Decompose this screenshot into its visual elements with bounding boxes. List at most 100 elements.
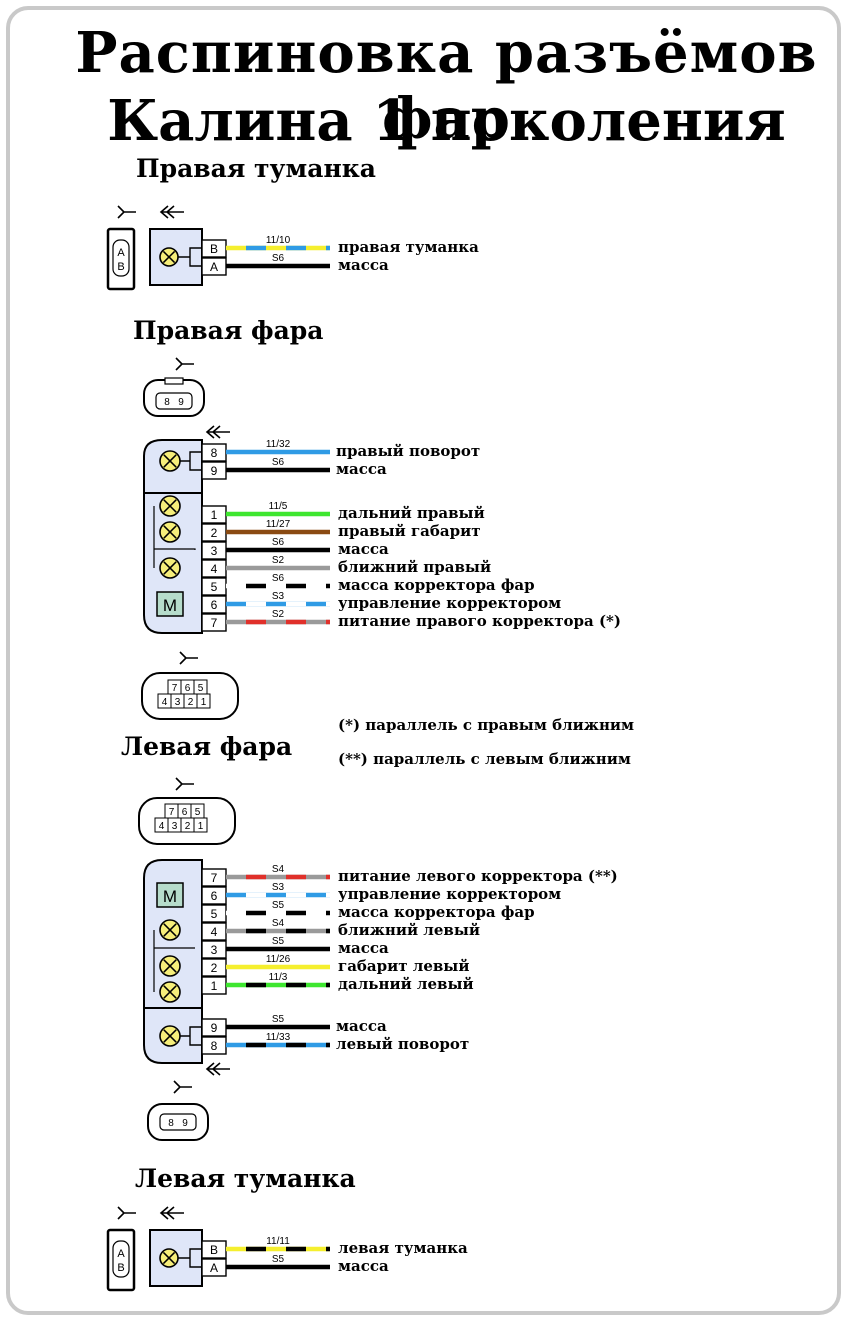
left-head-turn-label-9: масса [336,1017,387,1035]
left-head-main-plug-pin-6: 6 [182,807,188,818]
left-fog-wire-code-B: 11/11 [266,1236,290,1247]
left-head-main-pin-6-label: 6 [211,889,218,903]
left-head-main-wire-code-1: 11/3 [269,972,288,983]
right-head-main-label-3: масса [338,540,389,558]
right-head-main-wire-code-5: S6 [272,573,285,584]
left-head-motor-label: M [163,887,177,906]
right-head-high-lamp-icon-cross-b [163,499,177,513]
note-left-low-parallel: (**) параллель с левым ближним [338,750,631,768]
left-head-main-wire-code-6: S3 [272,882,285,893]
right-head-turn-pin-9-label: 9 [211,464,218,478]
left-fog-label-A: масса [338,1257,389,1275]
right-head-main-label-7: питание правого корректора (*) [338,612,621,630]
right-head-main-plug-pin-5: 5 [198,683,204,694]
right-head-main-wire-code-7: S2 [272,609,285,620]
left-head-main-plug-pin-7: 7 [169,807,175,818]
left-head-main-plug-icon [175,777,194,791]
section-title-left-headlight: Левая фара [121,732,293,761]
right-head-turn-socket-icon [205,425,230,439]
right-head-main-label-4: ближний правый [338,558,491,576]
right-head-main-pin-1-label: 1 [211,508,218,522]
left-fog-side-connector-inner [112,1240,130,1278]
right-fog-plug-icon [117,205,136,219]
left-head-main-pin-5-label: 5 [211,907,218,921]
right-head-turn-label-9: масса [336,460,387,478]
right-head-main-label-6: управление корректором [338,594,561,612]
left-head-main-pin-4-label: 4 [211,925,218,939]
left-head-motor-icon [156,882,184,908]
right-fog-pin-B-label: B [210,242,218,256]
section-title-left-fog: Левая туманка [135,1164,356,1193]
right-head-main-label-1: дальний правый [338,504,485,522]
left-fog-pin-A-label: A [210,1261,218,1275]
right-head-turn-wire-code-9: S6 [272,457,285,468]
right-head-main-wire-code-1: 11/5 [269,501,288,512]
right-head-main-wire-code-4: S2 [272,555,285,566]
left-head-main-label-7: питание левого корректора (**) [338,867,618,885]
left-fog-pin-B-label: B [210,1243,218,1257]
right-fog-wire-code-A: S6 [272,253,285,264]
left-head-main-pin-2-label: 2 [211,961,218,975]
left-head-main-wire-code-4: S4 [272,918,285,929]
left-head-main-plug-pin-2: 2 [185,821,191,832]
left-head-main-plug-pin-1: 1 [198,821,204,832]
right-fog-pin-A-label: A [210,260,218,274]
left-head-main-label-4: ближний левый [338,921,480,939]
right-head-turn-wire-code-8: 11/32 [266,439,291,450]
left-head-main-plug-pin-4: 4 [159,821,165,832]
right-head-main-label-5: масса корректора фар [338,576,535,594]
left-head-main-label-2: габарит левый [338,957,469,975]
left-fog-internal-wire [178,1248,202,1268]
left-head-low-lamp-icon-cross-b [163,923,177,937]
section-title-right-fog: Правая туманка [136,154,376,183]
left-fog-socket-icon [159,1206,184,1220]
right-head-motor-label: M [163,596,177,615]
left-head-main-wire-code-2: 11/26 [266,954,291,965]
right-fog-internal-wire [178,247,202,267]
left-fog-housing [149,1229,203,1287]
left-head-side-lamp-icon-cross-b [163,959,177,973]
left-head-main-wire-code-5: S5 [272,900,285,911]
left-head-main-plug-cell-1 [193,817,208,833]
left-head-turn-plug-icon [173,1080,192,1094]
left-head-turn-wire-code-9: S5 [272,1014,285,1025]
right-fog-side-pin-A: A [117,247,125,259]
right-fog-lamp-icon-cross-b [162,250,176,264]
page-frame [6,6,841,1315]
right-fog-label-A: масса [338,256,389,274]
right-head-main-pin-6-label: 6 [211,598,218,612]
right-head-turn-internal-wire [180,451,202,471]
left-fog-lamp-icon-cross-b [162,1251,176,1265]
right-head-main-wire-code-3: S6 [272,537,285,548]
right-head-turn-plug-icon [175,357,194,371]
right-head-main-plug-pin-2: 2 [188,697,194,708]
right-head-main-pin-5-label: 5 [211,580,218,594]
left-head-turn-internal-wire [180,1026,202,1046]
left-head-turn-plug-inner [159,1113,197,1131]
left-head-main-internal-wire [153,930,195,992]
right-head-turn-label-8: правый поворот [336,442,480,460]
right-head-side-lamp-icon-cross-b [163,525,177,539]
right-head-turn-lamp-icon-cross-b [163,454,177,468]
right-head-turn-plug-inner [155,392,193,410]
left-fog-side-pin-B: B [117,1262,124,1274]
left-head-main-label-3: масса [338,939,389,957]
right-fog-label-B: правая туманка [338,238,479,256]
right-head-motor-icon [156,591,184,617]
left-head-main-label-6: управление корректором [338,885,561,903]
right-head-main-wire-code-6: S3 [272,591,285,602]
right-fog-side-connector-inner [112,239,130,277]
left-head-turn-socket-icon [205,1062,230,1076]
right-head-turn-pin-8-label: 8 [211,446,218,460]
section-title-right-headlight: Правая фара [133,316,324,345]
left-head-main-wire-code-7: S4 [272,864,285,875]
right-head-main-pin-7-label: 7 [211,616,218,630]
right-head-main-plug-pin-3: 3 [175,697,181,708]
right-head-main-plug-pin-7: 7 [172,683,178,694]
left-head-turn-plug-pin-9: 9 [182,1118,188,1129]
note-right-low-parallel: (*) параллель с правым ближним [338,716,634,734]
left-head-main-label-1: дальний левый [338,975,474,993]
left-head-main-plug-pin-3: 3 [172,821,178,832]
right-head-main-label-2: правый габарит [338,522,481,540]
